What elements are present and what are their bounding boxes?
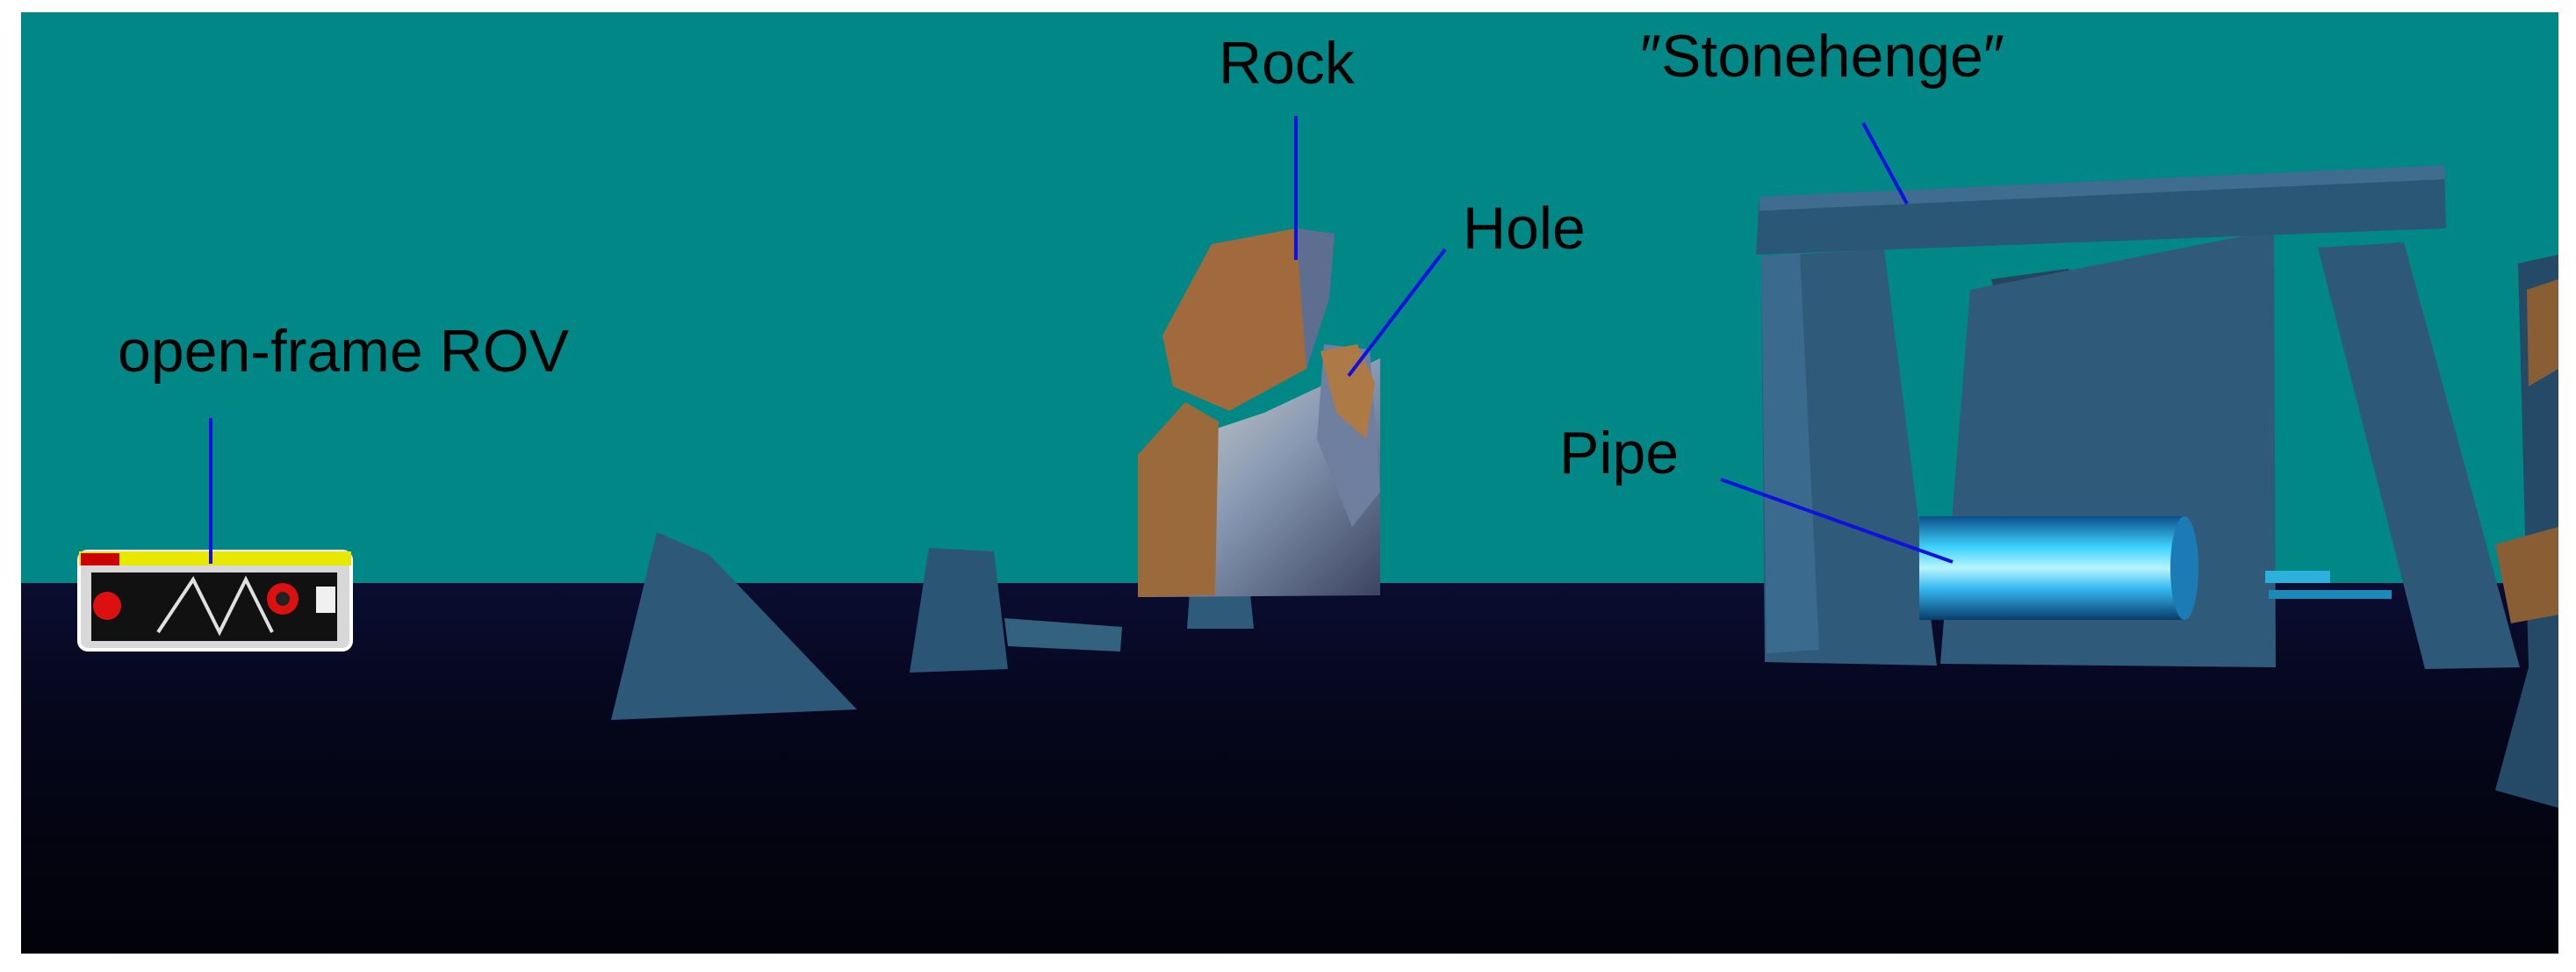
stonehenge-label: ″Stonehenge″ — [1640, 23, 2004, 90]
pipe — [1919, 516, 2392, 620]
rock-label: Rock — [1219, 30, 1355, 97]
hole-icon — [1320, 344, 1375, 439]
leader-lines — [209, 116, 1954, 564]
rov-label: open-frame ROV — [118, 318, 569, 385]
hole-leader-line — [1347, 248, 1447, 378]
pipe-leader-line — [1720, 478, 1954, 564]
rock — [1138, 228, 1380, 597]
hole-label: Hole — [1463, 195, 1586, 262]
pipe-label: Pipe — [1559, 420, 1680, 486]
stonehenge-leader-line — [1861, 122, 1909, 205]
open-frame-rov — [77, 550, 353, 652]
